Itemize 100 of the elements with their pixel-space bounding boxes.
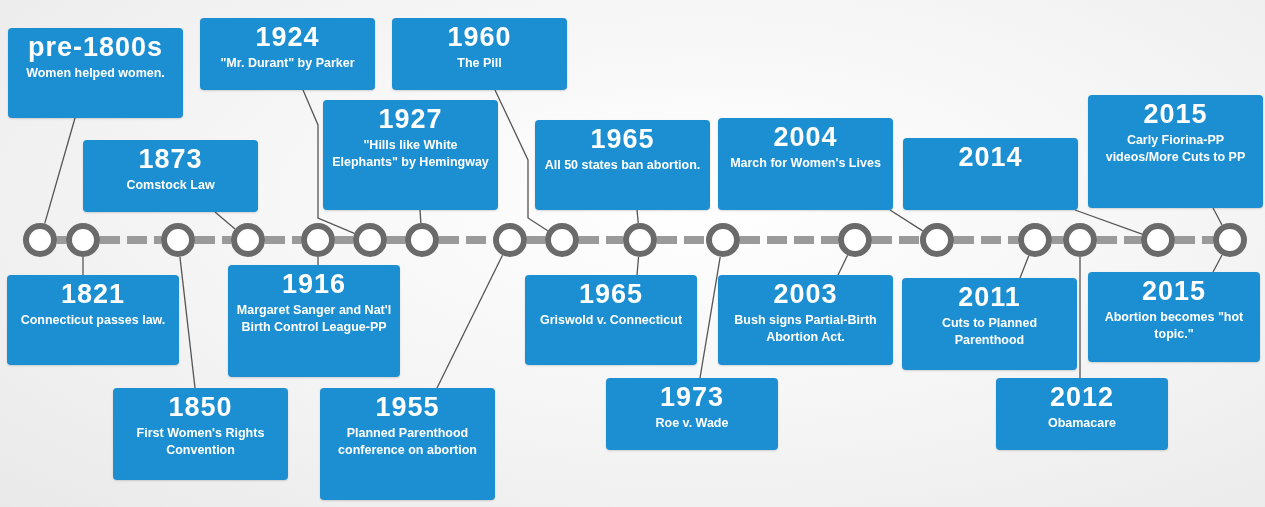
year-label: 1924 (255, 22, 320, 54)
connector-line (1079, 256, 1081, 379)
connector-line (1212, 207, 1223, 226)
year-label: 2015 (1141, 276, 1207, 308)
event-description: "Mr. Durant" by Parker (220, 55, 355, 72)
connector-line (837, 254, 849, 276)
event-description: Abortion becomes "hot topic." (1103, 309, 1245, 343)
year-label: 2014 (958, 142, 1023, 174)
event-description: Obamacare (1047, 415, 1117, 432)
event-box (7, 275, 179, 365)
year-label: 1965 (578, 279, 644, 311)
connector-line (889, 209, 924, 232)
connector-line (179, 256, 196, 389)
year-label: 1965 (590, 124, 655, 156)
timeline-marker (838, 223, 872, 257)
timeline-track (335, 236, 353, 244)
event-box (1088, 272, 1260, 362)
year-label: 2003 (773, 279, 838, 311)
event-box (113, 388, 288, 480)
timeline-marker (1213, 223, 1247, 257)
event-description: First Women's Rights Convention (135, 425, 266, 459)
event-description: Connecticut passes law. (20, 312, 166, 329)
timeline-track (387, 236, 405, 244)
event-box (525, 275, 697, 365)
event-description: Roe v. Wade (655, 415, 729, 432)
event-box (323, 100, 498, 210)
connector-line (82, 256, 84, 276)
timeline-marker (405, 223, 439, 257)
event-description: All 50 states ban abortion. (544, 157, 701, 174)
year-label: 1955 (375, 392, 440, 424)
year-label: 1960 (447, 22, 512, 54)
timeline-marker (231, 223, 265, 257)
event-description: March for Women's Lives (730, 155, 881, 172)
event-description: Planned Parenthood conference on abortion (337, 425, 478, 459)
year-label: 2011 (958, 282, 1021, 314)
event-box (902, 278, 1077, 370)
timeline-track (57, 236, 66, 244)
timeline-marker (706, 223, 740, 257)
event-box (996, 378, 1168, 450)
year-label: 1821 (60, 279, 126, 311)
event-description: Margaret Sanger and Nat'l Birth Control League-PP (235, 302, 393, 336)
timeline-track (579, 236, 623, 244)
year-label: 1916 (281, 269, 347, 301)
event-box (1088, 95, 1263, 208)
connector-line (1019, 255, 1030, 279)
event-box (8, 28, 183, 118)
timeline-marker (493, 223, 527, 257)
year-label: 2012 (1049, 382, 1115, 414)
year-label: 1850 (168, 392, 233, 424)
event-description: Carly Fiorina-PP videos/More Cuts to PP (1104, 132, 1247, 166)
timeline-marker (66, 223, 100, 257)
event-description: "Hills like White Elephants" by Hemingway (331, 137, 490, 171)
connector-line (1212, 254, 1223, 273)
timeline-track (1052, 236, 1063, 244)
event-box (535, 120, 710, 210)
timeline-marker (353, 223, 387, 257)
connector-line (494, 89, 549, 232)
event-box (200, 18, 375, 90)
timeline-marker (161, 223, 195, 257)
timeline-track (1175, 236, 1213, 244)
timeline-track (1097, 236, 1141, 244)
connector-line (302, 89, 355, 235)
timeline-marker (920, 223, 954, 257)
connector-line (636, 256, 640, 276)
event-description: Cuts to Planned Parenthood (940, 315, 1039, 349)
event-box (83, 140, 258, 212)
event-description: Women helped women. (26, 65, 165, 82)
timeline-track (954, 236, 1018, 244)
connector-line (636, 209, 639, 224)
connector-line (317, 256, 319, 266)
year-label: 2015 (1143, 99, 1208, 131)
event-box (320, 388, 495, 500)
event-box (392, 18, 567, 90)
connector-line (436, 254, 504, 389)
year-label: 1873 (138, 144, 203, 176)
timeline-track (740, 236, 838, 244)
timeline-marker (301, 223, 335, 257)
event-box (718, 275, 893, 365)
timeline-track (265, 236, 301, 244)
timeline-marker (1141, 223, 1175, 257)
timeline-marker (623, 223, 657, 257)
timeline-marker (23, 223, 57, 257)
connector-line (214, 211, 236, 230)
connector-line (44, 117, 76, 225)
year-label: 1973 (659, 382, 725, 414)
event-box (606, 378, 778, 450)
timeline-track (657, 236, 706, 244)
connector-line (1074, 209, 1143, 235)
timeline-track (100, 236, 161, 244)
timeline-marker (1063, 223, 1097, 257)
timeline-track (195, 236, 231, 244)
year-label: pre-1800s (27, 32, 164, 64)
event-description: Griswold v. Connecticut (539, 312, 683, 329)
timeline-track (527, 236, 545, 244)
event-box (228, 265, 400, 377)
timeline-marker (545, 223, 579, 257)
event-description: Comstock Law (126, 177, 215, 194)
timeline-track (872, 236, 920, 244)
year-label: 1927 (378, 104, 443, 136)
event-description: Bush signs Partial-Birth Abortion Act. (733, 312, 878, 346)
